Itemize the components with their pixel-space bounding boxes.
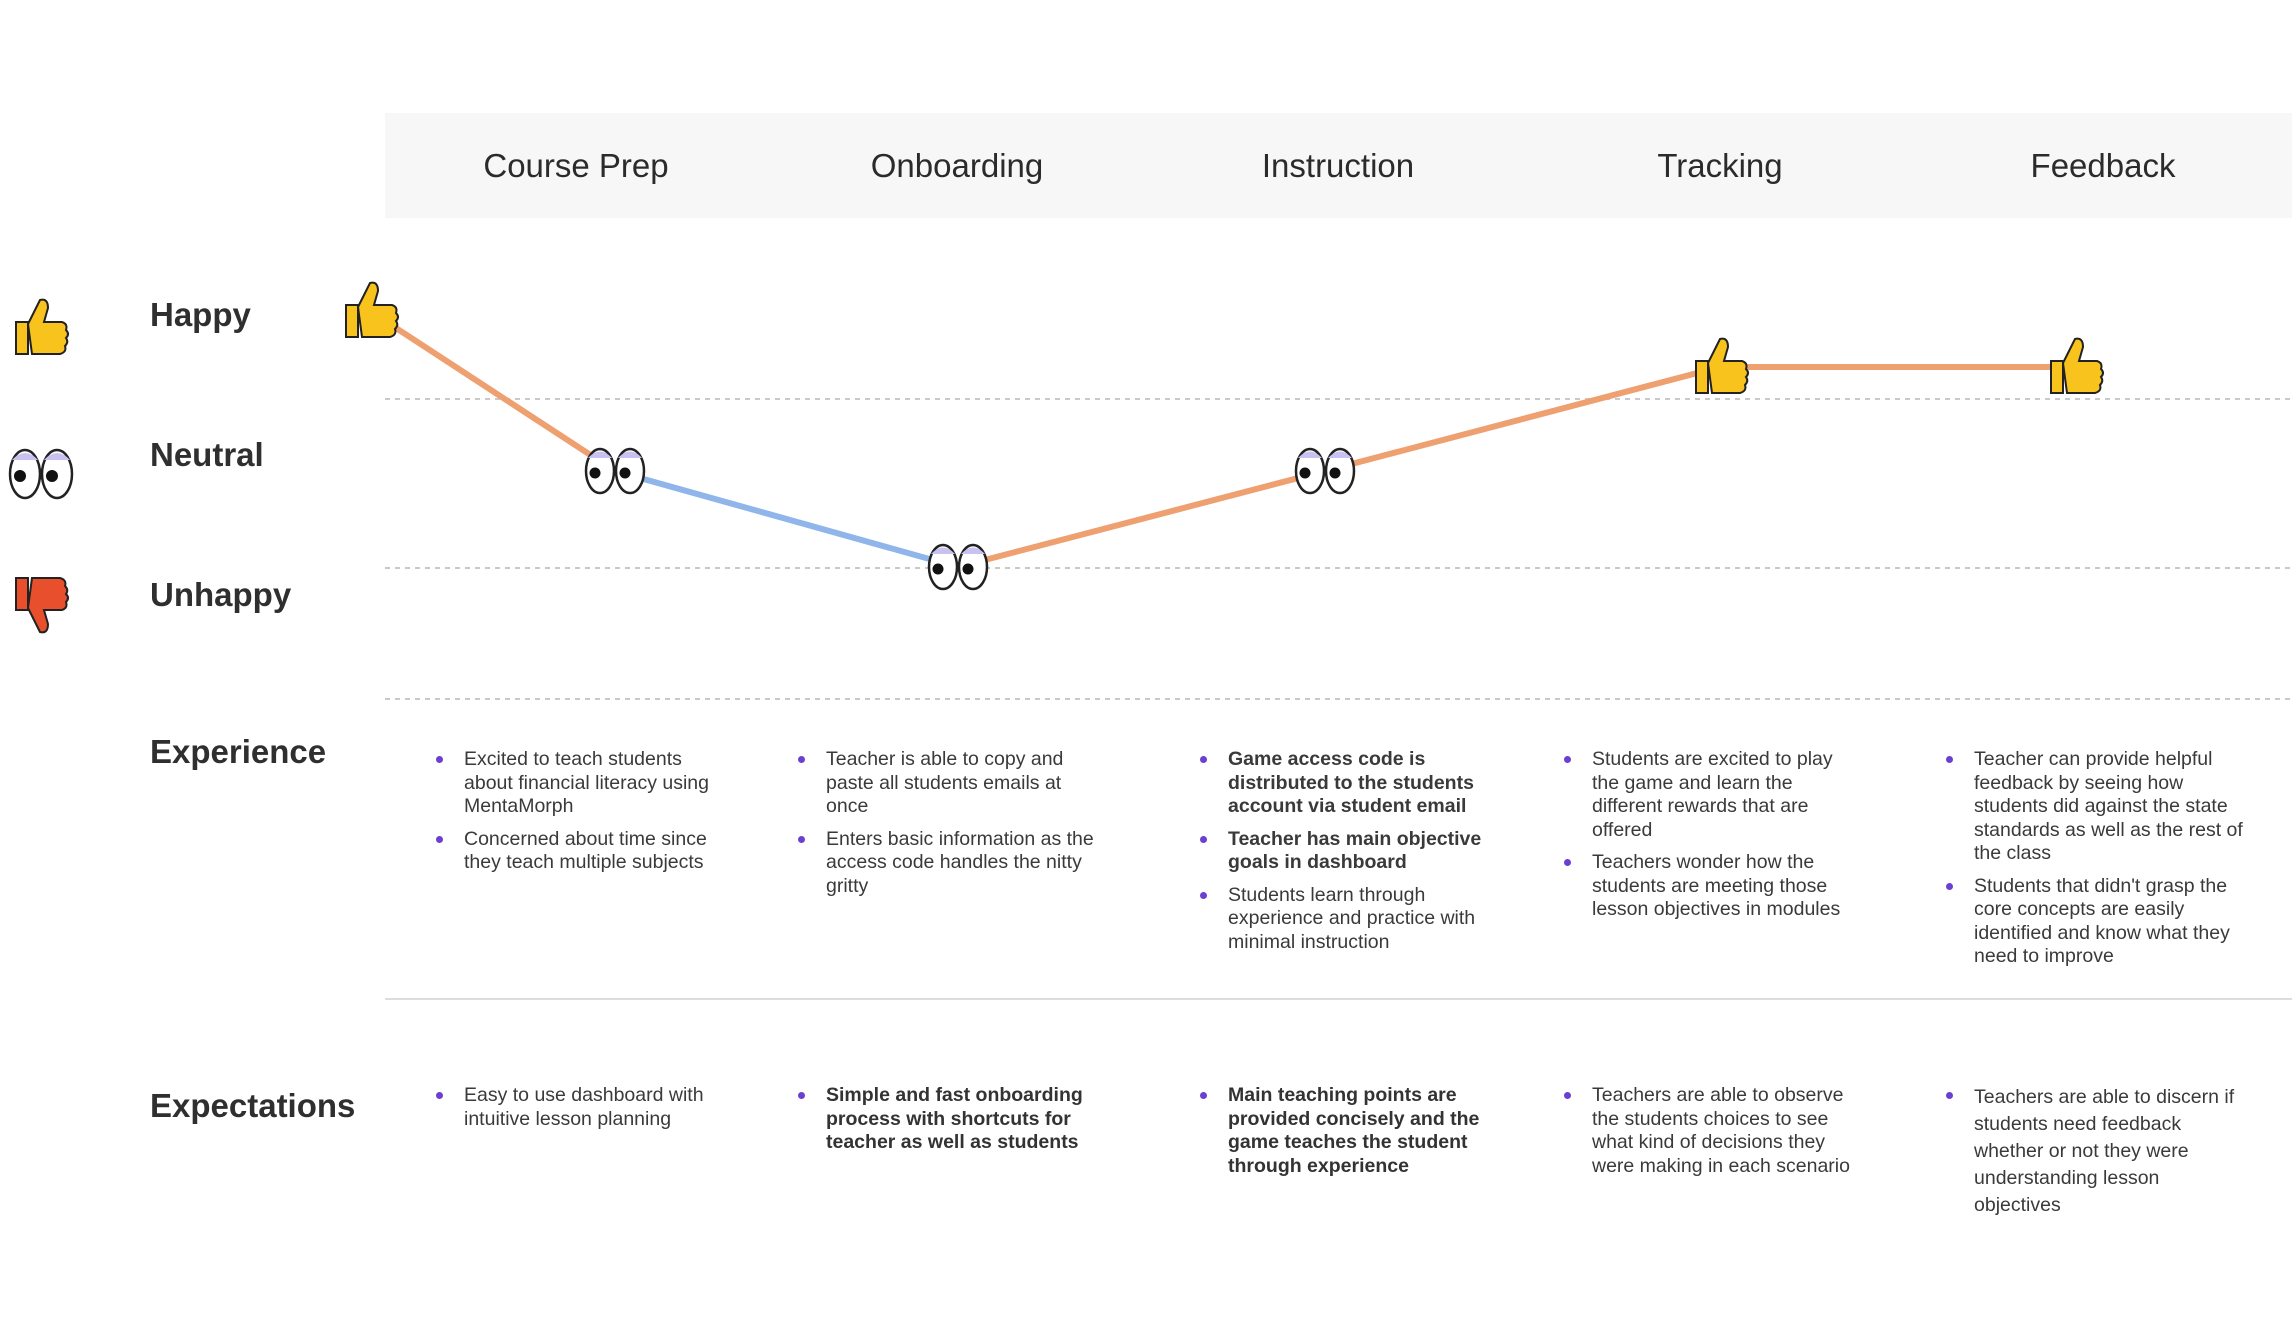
list-item: Students are excited to play the game an… [1564,748,1864,842]
eyes-icon [927,543,989,591]
expectations-cell-tracking: Teachers are able to observe the student… [1564,1084,1864,1187]
thumbs-up-icon [345,281,399,338]
list-item: Teacher can provide helpful feedback by … [1946,748,2246,866]
phase-course-prep: Course Prep [483,147,669,184]
expectations-cell-course-prep: Easy to use dashboard with intuitive les… [436,1084,736,1140]
expectations-cell-feedback: Teachers are able to discern if students… [1946,1084,2246,1228]
eyes-icon [584,447,646,495]
list-item: Students learn through experience and pr… [1200,884,1500,955]
list-item: Excited to teach students about financia… [436,748,736,819]
list-item: Teacher has main objective goals in dash… [1200,828,1500,875]
emotion-label-unhappy: Unhappy [150,576,292,613]
emotion-journey-chart [345,281,2292,700]
list-item: Enters basic information as the access c… [798,828,1098,899]
row-label-expectations: Expectations [150,1087,356,1124]
phase-onboarding: Onboarding [870,147,1044,184]
list-item: Easy to use dashboard with intuitive les… [436,1084,736,1131]
expectations-cell-onboarding: Simple and fast onboarding process with … [798,1084,1098,1164]
experience-cell-instruction: Game access code is distributed to the s… [1200,748,1500,963]
phase-tracking: Tracking [1657,147,1783,184]
experience-cell-course-prep: Excited to teach students about financia… [436,748,736,884]
journey-segment [955,468,1328,570]
expectations-cell-instruction: Main teaching points are provided concis… [1200,1084,1500,1187]
phase-feedback: Feedback [2030,147,2176,184]
emotion-label-happy: Happy [150,296,251,333]
journey-segment [612,468,961,570]
experience-cell-tracking: Students are excited to play the game an… [1564,748,1864,931]
list-item: Game access code is distributed to the s… [1200,748,1500,819]
journey-segment [1322,364,1723,474]
experience-cell-feedback: Teacher can provide helpful feedback by … [1946,748,2246,978]
list-item: Main teaching points are provided concis… [1200,1084,1500,1178]
thumbs-up-icon [15,298,69,355]
list-item: Teacher is able to copy and paste all st… [798,748,1098,819]
section-divider [385,998,2292,1000]
eyes-icon [8,448,74,500]
phase-instruction: Instruction [1261,147,1415,184]
thumbs-up-icon [1695,337,1749,394]
row-label-experience: Experience [150,733,327,770]
thumbs-down-icon [15,577,69,634]
journey-segment [367,308,618,474]
phase-header-band [385,113,2292,218]
thumbs-up-icon [2050,337,2104,394]
emotion-label-neutral: Neutral [150,436,264,473]
list-item: Teachers wonder how the students are mee… [1564,851,1864,922]
list-item: Teachers are able to discern if students… [1946,1084,2246,1219]
experience-cell-onboarding: Teacher is able to copy and paste all st… [798,748,1098,907]
eyes-icon [1294,447,1356,495]
list-item: Students that didn't grasp the core conc… [1946,875,2246,969]
list-item: Simple and fast onboarding process with … [798,1084,1098,1155]
list-item: Concerned about time since they teach mu… [436,828,736,875]
list-item: Teachers are able to observe the student… [1564,1084,1864,1178]
